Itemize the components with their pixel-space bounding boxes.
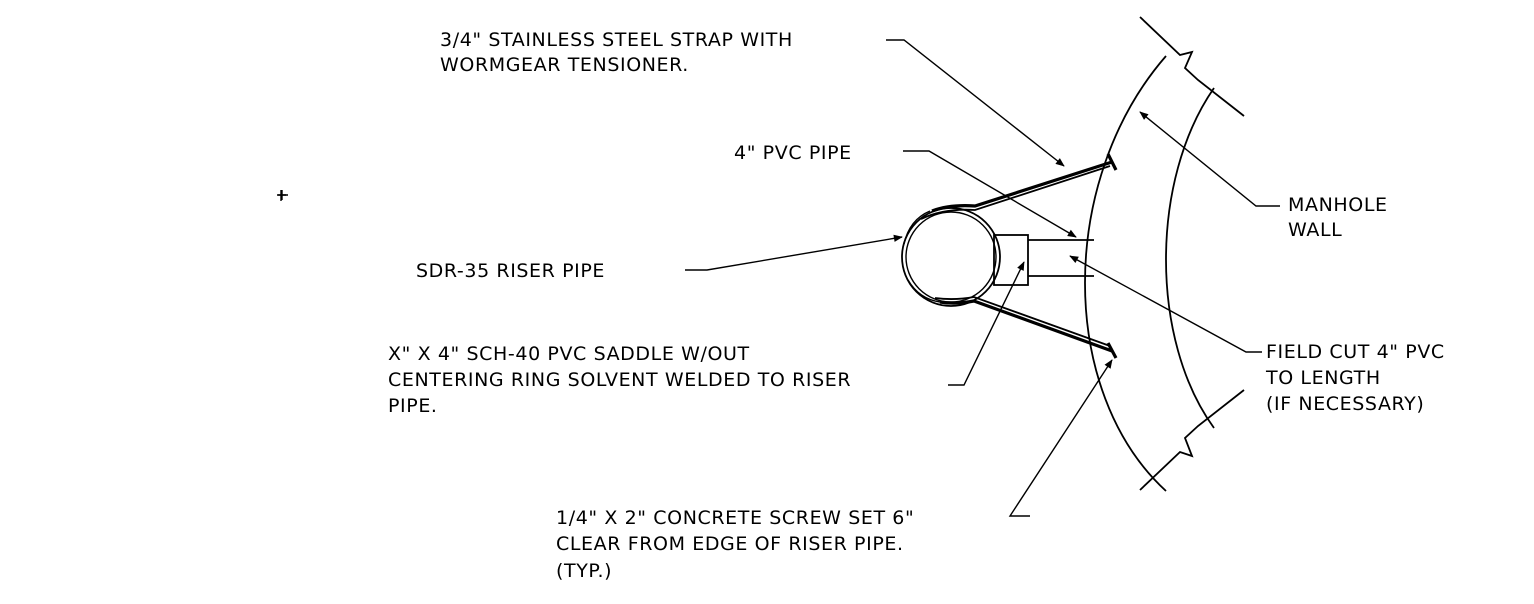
manhole-wall-top-break (1139, 16, 1245, 117)
saddle-body (993, 234, 1029, 286)
pvc-pipe (1028, 239, 1094, 277)
leader-screw (1008, 359, 1113, 517)
leader-riser-pipe (685, 234, 903, 271)
label-screw: 1/4" X 2" CONCRETE SCREW SET 6" CLEAR FR… (556, 507, 921, 582)
manhole-wall (1084, 16, 1245, 492)
leader-field-cut (1069, 255, 1262, 353)
leader-lines (685, 39, 1280, 517)
wormgear-tensioner-mark-2 (278, 190, 288, 200)
stainless-steel-strap (277, 160, 1113, 353)
label-strap: 3/4" STAINLESS STEEL STRAP WITH WORMGEAR… (440, 29, 800, 76)
concrete-screw-top (1106, 153, 1118, 171)
pvc-saddle (993, 234, 1029, 286)
label-saddle: X" X 4" SCH-40 PVC SADDLE W/OUT CENTERIN… (388, 343, 858, 417)
label-manhole-wall: MANHOLE WALL (1288, 194, 1394, 241)
label-field-cut: FIELD CUT 4" PVC TO LENGTH (IF NECESSARY… (1265, 341, 1451, 415)
leader-pvc-pipe (903, 150, 1077, 238)
label-pvc-pipe: 4" PVC PIPE (734, 142, 852, 164)
leader-manhole-wall (1139, 111, 1280, 207)
leader-saddle (948, 261, 1025, 386)
manhole-wall-outer-face (1165, 87, 1215, 429)
concrete-screw-bottom (1106, 342, 1118, 359)
label-riser-pipe: SDR-35 RISER PIPE (416, 260, 605, 282)
leader-strap (886, 39, 1065, 167)
manhole-wall-inner-face (1084, 55, 1167, 492)
manhole-wall-bottom-break (1139, 389, 1245, 491)
riser-pipe-inner (905, 211, 997, 303)
